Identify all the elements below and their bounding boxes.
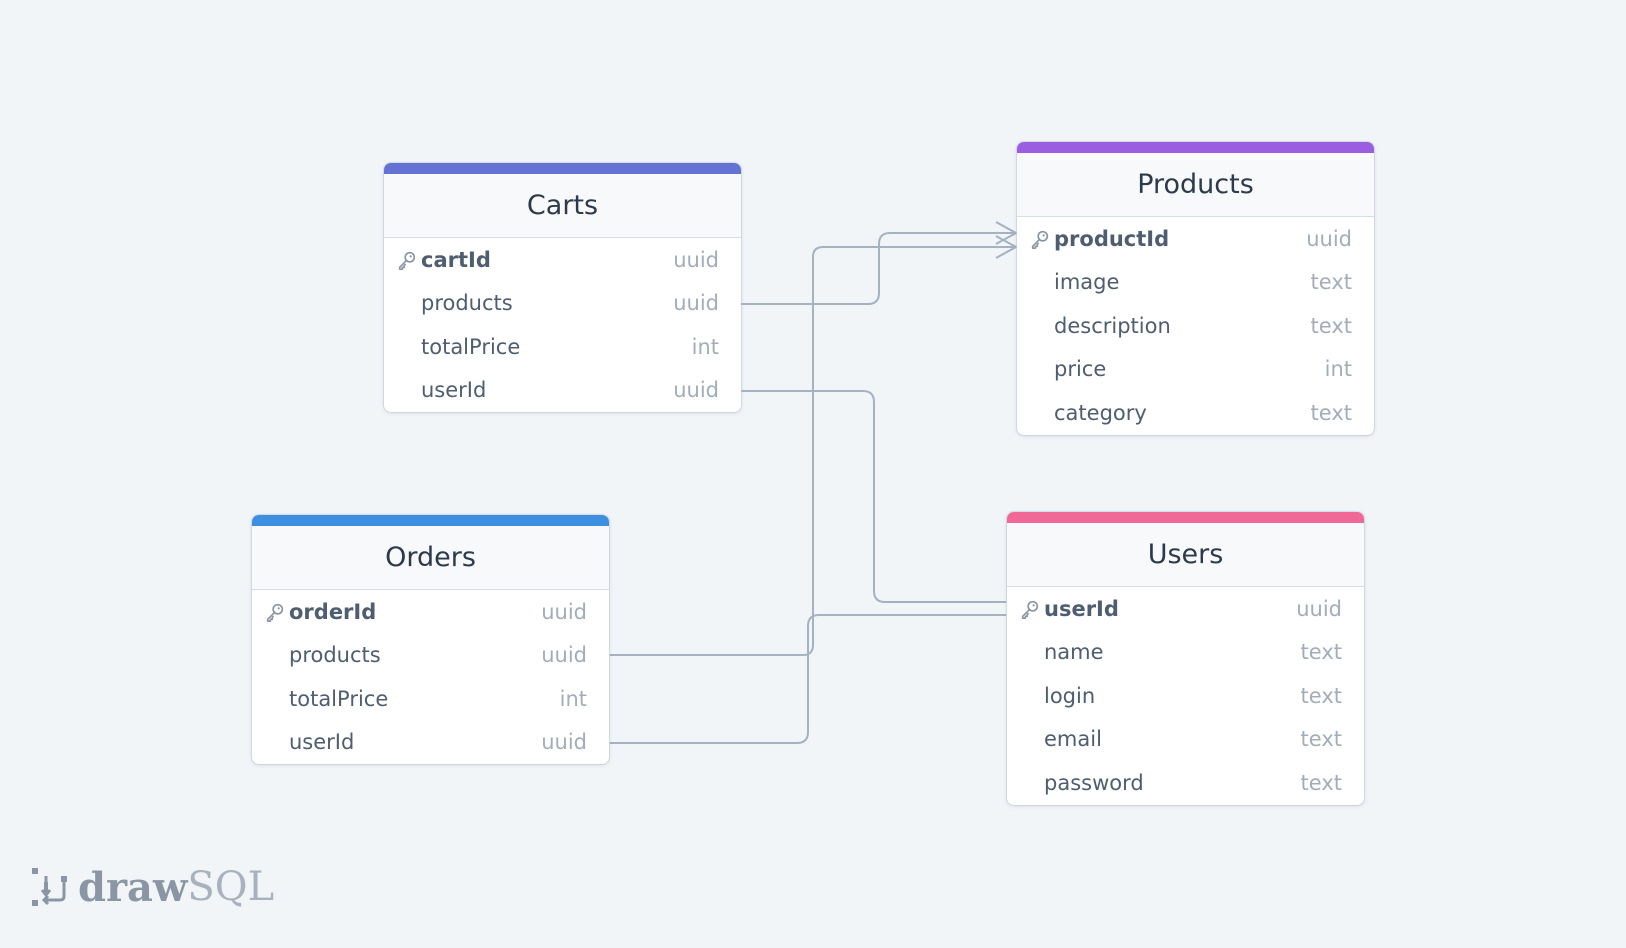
field-name: email (1044, 727, 1102, 752)
field-row-carts-products[interactable]: products uuid (384, 282, 741, 326)
link-carts-userid-to-users (741, 390, 1006, 603)
field-type: uuid (1296, 596, 1342, 621)
field-type: uuid (673, 378, 719, 403)
field-name: productId (1054, 226, 1170, 251)
field-row-users-password[interactable]: password text (1007, 761, 1364, 805)
table-users[interactable]: Users userId uuid name text login text email te… (1007, 512, 1364, 805)
field-name: products (289, 643, 381, 668)
field-name: name (1044, 640, 1104, 665)
field-row-carts-cartId[interactable]: cartId uuid (384, 238, 741, 282)
field-name: totalPrice (289, 686, 389, 711)
field-type: text (1300, 640, 1342, 665)
field-name: userId (1044, 596, 1119, 621)
table-title[interactable]: Products (1017, 153, 1374, 217)
field-row-products-category[interactable]: category text (1017, 391, 1374, 435)
field-row-users-login[interactable]: login text (1007, 674, 1364, 718)
field-type: uuid (673, 247, 719, 272)
table-title[interactable]: Users (1007, 523, 1364, 587)
primary-key-icon (264, 601, 286, 623)
table-accent-bar (384, 163, 741, 174)
field-type: text (1310, 270, 1352, 295)
field-type: text (1310, 400, 1352, 425)
field-row-products-description[interactable]: description text (1017, 304, 1374, 348)
field-type: int (691, 334, 719, 359)
field-type: text (1300, 727, 1342, 752)
field-type: int (1324, 357, 1352, 382)
field-row-users-userId[interactable]: userId uuid (1007, 587, 1364, 631)
field-row-orders-totalPrice[interactable]: totalPrice int (252, 677, 609, 721)
field-row-orders-userId[interactable]: userId uuid (252, 721, 609, 765)
primary-key-icon (396, 249, 418, 271)
primary-key-icon (1029, 228, 1051, 250)
field-name: price (1054, 357, 1107, 382)
field-row-carts-userId[interactable]: userId uuid (384, 369, 741, 413)
primary-key-icon (1019, 598, 1041, 620)
field-type: text (1300, 770, 1342, 795)
field-row-users-email[interactable]: email text (1007, 718, 1364, 762)
field-name: cartId (421, 247, 491, 272)
field-row-orders-orderId[interactable]: orderId uuid (252, 590, 609, 634)
field-row-products-image[interactable]: image text (1017, 261, 1374, 305)
field-row-products-price[interactable]: price int (1017, 348, 1374, 392)
table-title[interactable]: Carts (384, 174, 741, 238)
link-carts-products-to-products (741, 232, 1016, 305)
field-name: products (421, 291, 513, 316)
table-title[interactable]: Orders (252, 526, 609, 590)
field-row-products-productId[interactable]: productId uuid (1017, 217, 1374, 261)
field-name: userId (421, 378, 487, 403)
drawsql-logo-icon (32, 868, 67, 906)
table-orders[interactable]: Orders orderId uuid products uuid totalPrice… (252, 515, 609, 764)
field-name: description (1054, 313, 1171, 338)
field-type: int (559, 686, 587, 711)
field-row-orders-products[interactable]: products uuid (252, 634, 609, 678)
field-name: category (1054, 400, 1147, 425)
field-name: password (1044, 770, 1144, 795)
table-accent-bar (252, 515, 609, 526)
field-type: uuid (541, 730, 587, 755)
field-type: uuid (541, 643, 587, 668)
crowfoot-products-1 (995, 221, 1019, 245)
link-orders-userid-to-users (610, 614, 1006, 744)
field-name: userId (289, 730, 355, 755)
field-type: text (1310, 313, 1352, 338)
field-type: uuid (541, 599, 587, 624)
field-name: login (1044, 683, 1096, 708)
logo-text-sql: SQL (187, 864, 275, 910)
field-type: text (1300, 683, 1342, 708)
field-name: image (1054, 270, 1120, 295)
field-type: uuid (1306, 226, 1352, 251)
field-row-carts-totalPrice[interactable]: totalPrice int (384, 325, 741, 369)
logo-text-draw: draw (78, 863, 188, 911)
crowfoot-products-2 (995, 235, 1019, 259)
field-row-users-name[interactable]: name text (1007, 631, 1364, 675)
table-accent-bar (1017, 142, 1374, 153)
field-name: orderId (289, 599, 377, 624)
table-carts[interactable]: Carts cartId uuid products uuid totalPrice in… (384, 163, 741, 412)
field-name: totalPrice (421, 334, 521, 359)
field-type: uuid (673, 291, 719, 316)
table-accent-bar (1007, 512, 1364, 523)
